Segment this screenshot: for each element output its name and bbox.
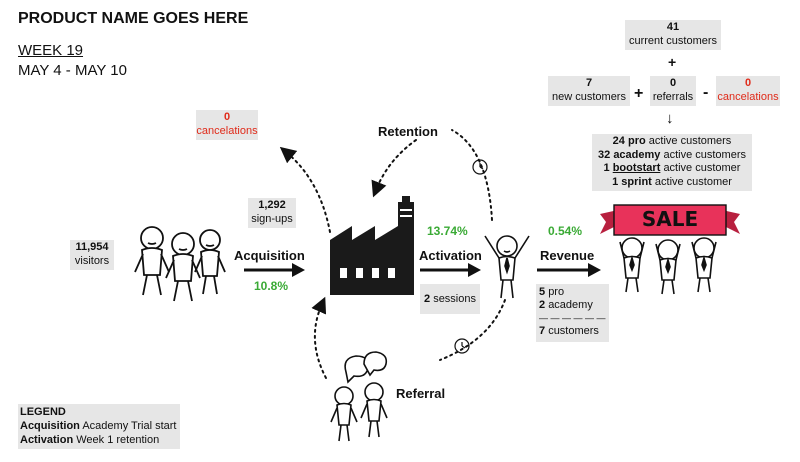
current-customers-box: 41 current customers (625, 20, 721, 50)
referral-label: Referral (396, 386, 446, 401)
week-label: WEEK 19 (18, 42, 84, 59)
acquisition-rate: 10.8% (254, 279, 289, 293)
legend-title: LEGEND (20, 406, 66, 418)
activation-label: Activation (419, 248, 482, 263)
dotted-arrows (279, 129, 506, 379)
cancelations-label: cancelations (196, 125, 258, 137)
plus-sign: + (668, 54, 677, 70)
visitors-value: 11,954 (75, 241, 109, 253)
activation-sessions-box: 2 sessions (420, 284, 480, 314)
legend-line-acquisition: Acquisition Academy Trial start (20, 420, 177, 432)
activated-user-figure (484, 235, 530, 299)
sessions-label: sessions (433, 293, 476, 305)
referrals-box: 0 referrals (650, 76, 696, 106)
revenue-pro-line: 5 pro (539, 286, 565, 298)
active-line-pro: 24 pro active customers (612, 135, 732, 147)
revenue-breakdown-box: 5 pro 2 academy — — — — — — 7 customers (536, 284, 609, 342)
sale-banner-figures (600, 204, 740, 295)
visitors-label: visitors (74, 255, 110, 267)
revenue-label: Revenue (540, 248, 595, 263)
signups-label: sign-ups (251, 213, 293, 225)
visitors-box: 11,954 visitors (70, 240, 114, 270)
active-customers-box: 24 pro active customers 32 academy activ… (592, 134, 752, 191)
factory-icon (330, 196, 414, 295)
activation-rate: 13.74% (427, 224, 468, 238)
revenue-customers-line: 7 customers (539, 325, 599, 337)
plus-sign-2: + (634, 85, 644, 102)
cancelations-value: 0 (223, 111, 231, 123)
active-line-academy: 32 academy active customers (598, 148, 746, 161)
signups-box: 1,292 sign-ups (248, 198, 296, 228)
product-title: PRODUCT NAME GOES HERE (18, 10, 249, 27)
sale-banner-text: SALE (641, 207, 699, 231)
signups-value: 1,292 (258, 199, 286, 211)
revenue-rate: 0.54% (548, 224, 583, 238)
active-line-sprint: 1 sprint active customer (612, 175, 732, 188)
legend-line-activation: Activation Week 1 retention (20, 434, 160, 446)
revenue-divider: — — — — — — (539, 313, 606, 323)
retention-label: Retention (378, 124, 438, 139)
acquisition-label: Acquisition (234, 248, 305, 263)
legend-box: LEGEND Acquisition Academy Trial start A… (18, 404, 180, 449)
flow-arrows (244, 263, 601, 277)
visitors-figures (134, 226, 226, 302)
referral-figures (330, 351, 388, 442)
active-line-bootstart: 1 bootstart active customer (603, 162, 741, 174)
sessions-value: 2 (424, 293, 431, 305)
down-arrow: ↓ (666, 110, 674, 127)
customer-cancelations-box: 0 cancelations (716, 76, 780, 106)
revenue-academy-line: 2 academy (539, 299, 593, 311)
date-range: MAY 4 - MAY 10 (18, 62, 127, 79)
new-customers-box: 7 new customers (548, 76, 630, 106)
minus-sign: - (703, 84, 709, 101)
cancelations-box: 0 cancelations (196, 110, 258, 140)
